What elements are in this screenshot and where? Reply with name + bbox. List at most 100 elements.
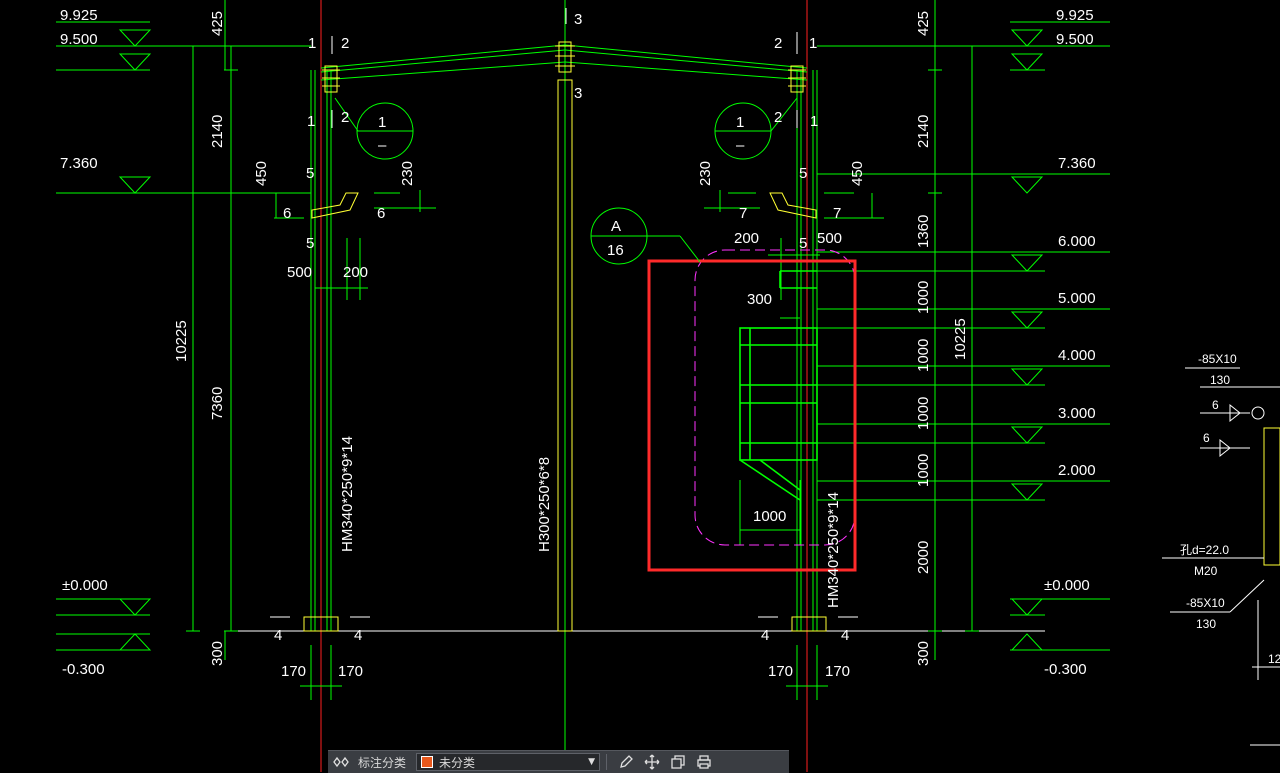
section-mark: 5 — [799, 235, 807, 252]
dimension-text: 1000 — [753, 508, 786, 525]
weld-size: 6 — [283, 205, 291, 222]
elevation-label: 7.360 — [1058, 155, 1096, 172]
node-label: -85X10 — [1186, 596, 1225, 610]
weld-size: 4 — [761, 627, 769, 644]
copy-icon[interactable] — [665, 751, 691, 773]
weld-size: 4 — [274, 627, 282, 644]
elevation-label: 6.000 — [1058, 233, 1096, 250]
dimension-text: 500 — [817, 230, 842, 247]
dimension-text: 1000 — [915, 339, 932, 372]
axis-mark: 3 — [574, 11, 582, 28]
dimension-text: 450 — [253, 161, 270, 186]
dimension-text: 1000 — [915, 454, 932, 487]
dimension-text: 1000 — [915, 397, 932, 430]
node-label: 130 — [1210, 373, 1230, 387]
middle-column — [557, 79, 573, 632]
dimension-text: 200 — [343, 264, 368, 281]
detail-callout-left — [334, 97, 414, 160]
category-select-value: 未分类 — [439, 755, 476, 770]
dimension-text: 230 — [697, 161, 714, 186]
section-mark: 5 — [306, 235, 314, 252]
elevation-label: 9.925 — [1056, 7, 1094, 24]
detail-callout-number: 1 — [378, 114, 386, 131]
detail-callout-sheet: – — [736, 137, 745, 154]
elevation-label: -0.300 — [1044, 661, 1087, 678]
elevation-label: 9.500 — [60, 31, 98, 48]
annotation-category-select[interactable]: 未分类 ▼ — [416, 753, 601, 771]
detail-a-sheet: 16 — [607, 242, 624, 259]
detail-callout-number: 1 — [736, 114, 744, 131]
node-detail — [1162, 367, 1280, 746]
detail-a-letter: A — [611, 218, 621, 235]
dimension-text: 7360 — [209, 387, 226, 420]
edit-icon[interactable] — [613, 751, 639, 773]
axis-mark: 2 — [774, 109, 782, 126]
node-label: -85X10 — [1198, 352, 1237, 366]
axis-lines — [320, 0, 808, 772]
weld-size: 6 — [377, 205, 385, 222]
ladder-detail — [739, 270, 818, 545]
node-label: 6 — [1203, 431, 1210, 445]
toolbar-divider — [606, 754, 608, 770]
dimension-text: 500 — [287, 264, 312, 281]
weld-size: 4 — [841, 627, 849, 644]
node-label: 孔d=22.0 — [1180, 543, 1229, 557]
roof-rafters — [320, 44, 808, 81]
annotation-toolbar: 标注分类 未分类 ▼ — [328, 750, 789, 773]
dimension-text: 2000 — [915, 541, 932, 574]
detail-a-callout — [590, 207, 701, 265]
right-dimension-lines — [928, 0, 979, 660]
node-label: 130 — [1196, 617, 1216, 631]
detail-callout-sheet: – — [378, 137, 387, 154]
node-label: M20 — [1194, 564, 1218, 578]
elevation-label: 5.000 — [1058, 290, 1096, 307]
dimension-text: 170 — [768, 663, 793, 680]
axis-mark: 3 — [574, 85, 582, 102]
member-label: HM340*250*9*14 — [339, 436, 356, 552]
dimension-text: 450 — [849, 161, 866, 186]
print-icon[interactable] — [691, 751, 717, 773]
dimension-text: 230 — [399, 161, 416, 186]
detail-callout-right — [714, 97, 798, 160]
dimension-text: 10225 — [173, 320, 190, 362]
weld-size: 7 — [739, 205, 747, 222]
dimension-text: 1360 — [915, 215, 932, 248]
dimension-text: 425 — [915, 11, 932, 36]
member-label: HM340*250*9*14 — [825, 492, 842, 608]
axis-mark: 2 — [341, 35, 349, 52]
dimension-text: 170 — [338, 663, 363, 680]
right-column — [791, 70, 827, 632]
dimension-text: 1000 — [915, 281, 932, 314]
axis-mark: 1 — [307, 113, 315, 130]
annotation-toggle-icon[interactable] — [328, 751, 354, 773]
dimension-text: 200 — [734, 230, 759, 247]
dimension-text: 170 — [825, 663, 850, 680]
elevation-label: -0.300 — [62, 661, 105, 678]
axis-mark: 1 — [809, 35, 817, 52]
move-icon[interactable] — [639, 751, 665, 773]
left-elevation-lines — [56, 21, 311, 651]
dimension-text: 425 — [209, 11, 226, 36]
axis-mark: 2 — [774, 35, 782, 52]
member-label: H300*250*6*8 — [536, 457, 553, 552]
elevation-label: 7.360 — [60, 155, 98, 172]
left-column — [303, 70, 339, 632]
base-dimension-lines — [300, 645, 828, 700]
roof-connections — [322, 41, 806, 93]
node-label: 12 — [1268, 652, 1280, 666]
right-corbel — [704, 190, 884, 300]
selection-highlight[interactable] — [647, 259, 857, 572]
axis-mark: 1 — [810, 113, 818, 130]
chevron-down-icon: ▼ — [588, 757, 596, 767]
dimension-text: 2140 — [915, 115, 932, 148]
section-mark: 5 — [306, 165, 314, 182]
axis-mark: 2 — [341, 109, 349, 126]
node-label: 6 — [1212, 398, 1219, 412]
dimension-text: 170 — [281, 663, 306, 680]
elevation-label: ±0.000 — [1044, 577, 1090, 594]
elevation-label: 9.500 — [1056, 31, 1094, 48]
elevation-label: 3.000 — [1058, 405, 1096, 422]
weld-size: 4 — [354, 627, 362, 644]
elevation-label: ±0.000 — [62, 577, 108, 594]
